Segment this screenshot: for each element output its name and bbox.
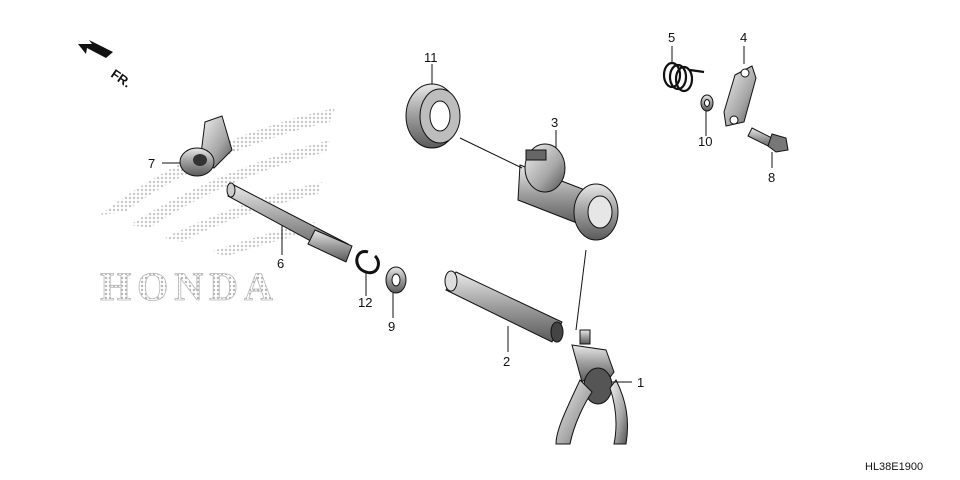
part-spindle	[226, 182, 353, 263]
callout-9: 9	[388, 319, 395, 334]
direction-label: FR.	[108, 66, 134, 90]
part-shift-fork	[555, 329, 629, 445]
front-arrow-icon: FR.	[78, 40, 134, 90]
callout-6: 6	[277, 256, 284, 271]
callout-2: 2	[503, 354, 510, 369]
part-circlip	[355, 250, 380, 275]
part-washer	[385, 266, 407, 294]
part-bolt	[747, 127, 789, 153]
part-shift-arm	[179, 115, 233, 177]
part-shift-drum	[517, 143, 619, 241]
callout-11: 11	[424, 50, 438, 65]
callout-8: 8	[768, 170, 775, 185]
leader-lines	[162, 46, 773, 383]
callout-4: 4	[740, 30, 747, 45]
part-bearing	[405, 83, 461, 149]
callout-1: 1	[637, 375, 644, 390]
callout-10: 10	[698, 134, 712, 149]
part-collar	[700, 94, 714, 112]
part-fork-shaft	[444, 270, 564, 343]
part-stopper-arm	[723, 65, 757, 127]
callout-3: 3	[551, 115, 558, 130]
diagram-code: HL38E1900	[865, 461, 923, 473]
callout-7: 7	[148, 156, 155, 171]
part-spring	[662, 61, 705, 93]
watermark-text: HONDA	[100, 264, 279, 309]
callout-12: 12	[358, 295, 372, 310]
callout-5: 5	[668, 30, 675, 45]
